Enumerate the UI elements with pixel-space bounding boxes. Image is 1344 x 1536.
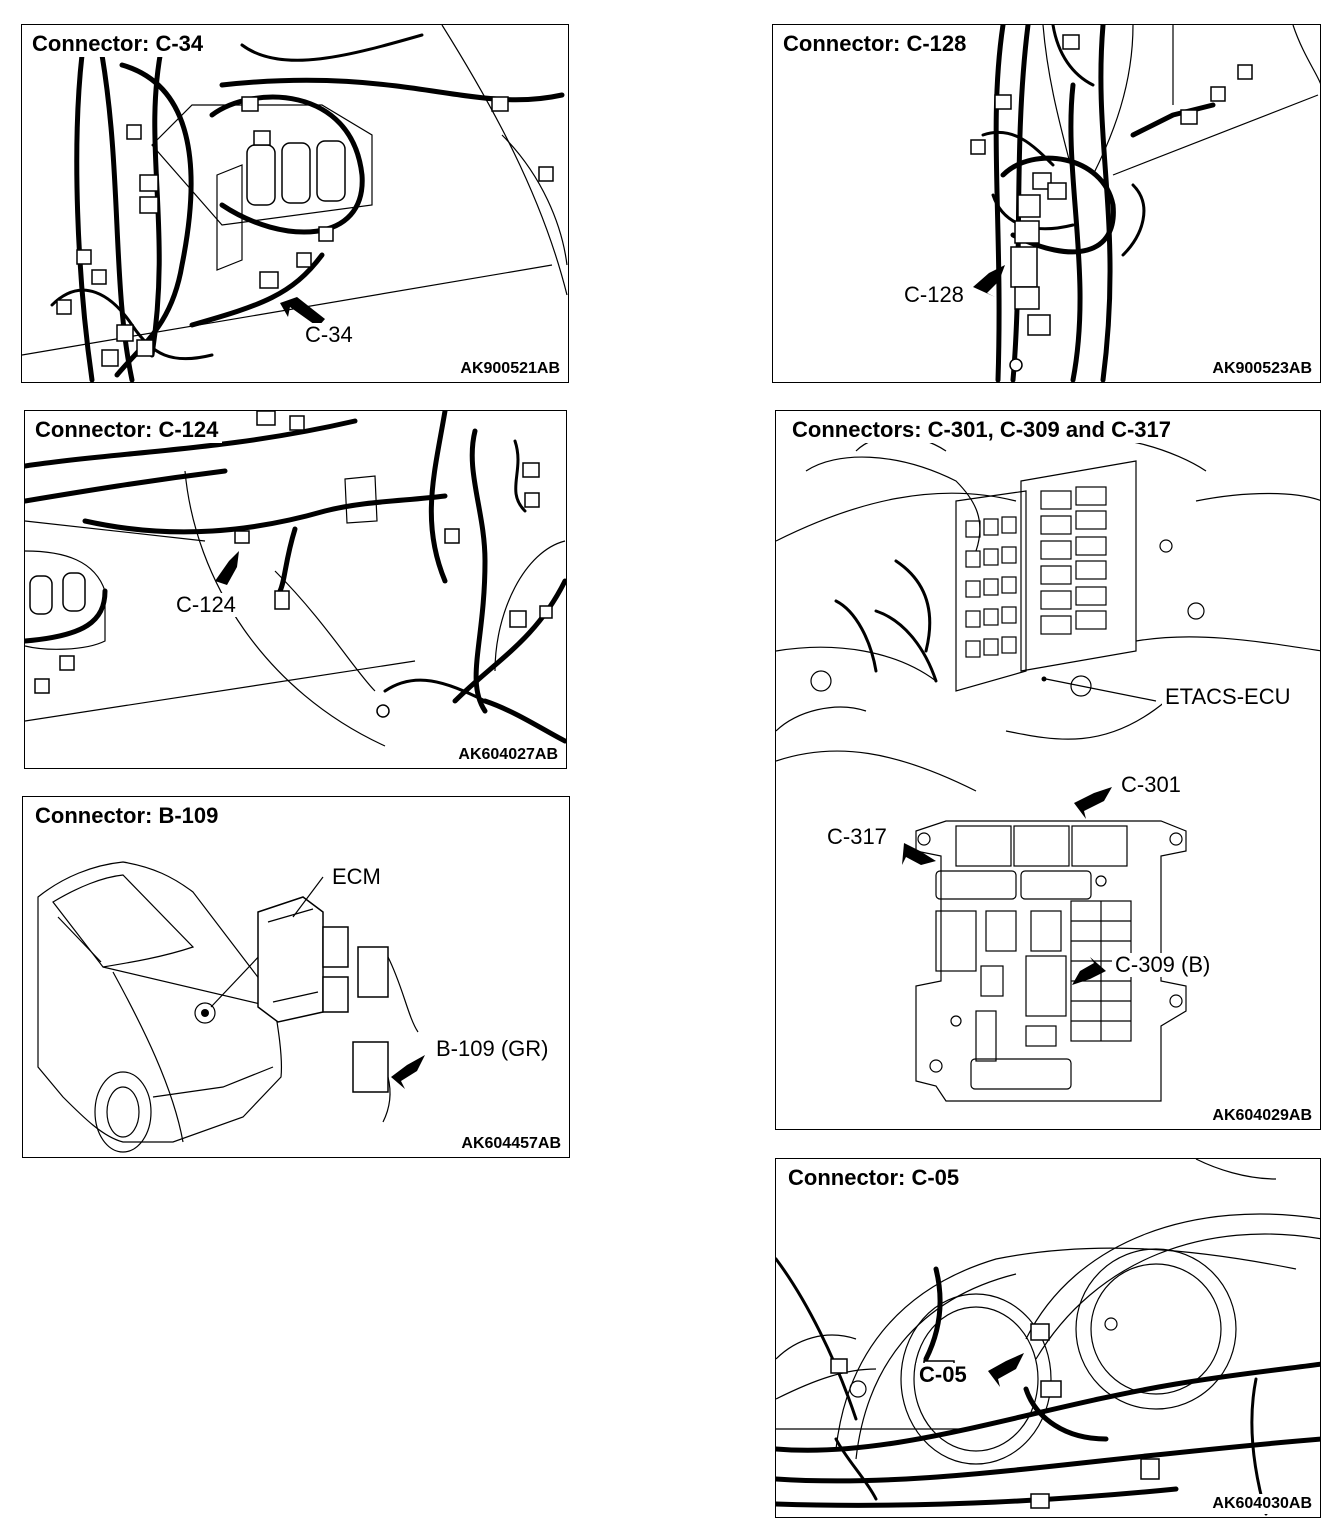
- etacs-ecu-outline: [915, 820, 1187, 1102]
- c301-callout: C-301: [1118, 773, 1184, 797]
- panel-connector-c124: Connector: C-124 C-124 AK604027AB: [24, 410, 567, 769]
- panel-connector-b109: Connector: B-109 ECM B-109 (GR) AK604457…: [22, 796, 570, 1158]
- c309-callout: C-309 (B): [1112, 953, 1214, 977]
- b109-callout: B-109 (GR): [433, 1037, 552, 1061]
- c34-illustration: [22, 25, 568, 382]
- c34-title: Connector: C-34: [30, 31, 208, 57]
- b109-pointer-arrow: [391, 1055, 425, 1089]
- c128-figure-code: AK900523AB: [1210, 359, 1314, 379]
- b109-figure-code: AK604457AB: [459, 1134, 563, 1154]
- c317-pointer-arrow: [902, 843, 936, 865]
- c124-figure-code: AK604027AB: [456, 745, 560, 765]
- c128-title: Connector: C-128: [781, 31, 971, 57]
- c05-illustration: [776, 1159, 1320, 1516]
- panel-connectors-c301-c309-c317: Connectors: C-301, C-309 and C-317 ETACS…: [775, 410, 1321, 1130]
- etacs-figure-code: AK604029AB: [1210, 1106, 1314, 1126]
- panel-connector-c128: Connector: C-128 C-128 AK900523AB: [772, 24, 1321, 383]
- b109-title: Connector: B-109: [33, 803, 223, 829]
- c124-illustration: [25, 411, 566, 747]
- c34-connector: [259, 271, 279, 289]
- c124-connector: [234, 530, 250, 544]
- panel-connector-c05: Connector: C-05 C-05 AK604030AB: [775, 1158, 1321, 1518]
- c128-pointer-arrow: [973, 265, 1005, 297]
- c128-illustration: [970, 25, 1320, 382]
- c309-pointer-arrow: [1072, 957, 1106, 985]
- c128-connector: [1010, 246, 1038, 288]
- etacs-title: Connectors: C-301, C-309 and C-317: [790, 417, 1175, 443]
- ecm-callout: ECM: [329, 865, 384, 889]
- c34-callout-label: C-34: [302, 323, 356, 347]
- c124-pointer-arrow: [215, 551, 239, 585]
- etacs-ecu-callout: ETACS-ECU: [1162, 685, 1294, 709]
- c05-callout: C-05: [916, 1363, 970, 1387]
- c05-pointer-arrow: [988, 1353, 1024, 1387]
- panel-connector-c34: Connector: C-34 C-34 AK900521AB: [21, 24, 569, 383]
- c317-callout: C-317: [824, 825, 890, 849]
- c124-title: Connector: C-124: [33, 417, 223, 443]
- c124-callout-label: C-124: [173, 593, 239, 617]
- c05-connector: [1030, 1323, 1050, 1341]
- c128-callout-label: C-128: [901, 283, 967, 307]
- c05-title: Connector: C-05: [786, 1165, 964, 1191]
- c301-pointer-arrow: [1074, 787, 1112, 819]
- b109-illustration: [37, 861, 425, 1153]
- c34-pointer-arrow: [280, 297, 325, 327]
- b109-connector: [352, 1041, 389, 1093]
- c34-figure-code: AK900521AB: [458, 359, 562, 379]
- etacs-illustration: [776, 435, 1320, 1102]
- c05-figure-code: AK604030AB: [1210, 1494, 1314, 1514]
